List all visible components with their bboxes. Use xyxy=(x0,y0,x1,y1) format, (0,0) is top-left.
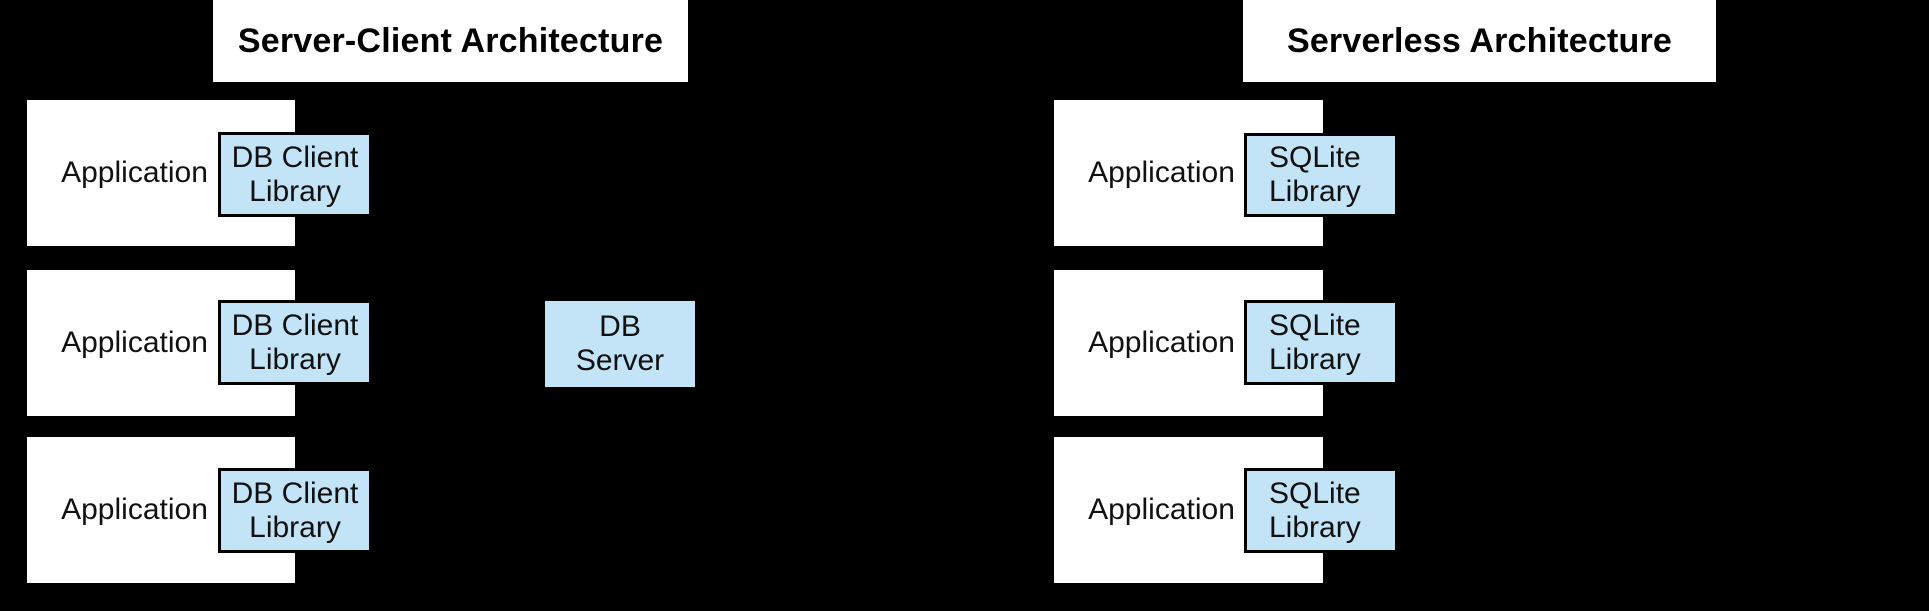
library-label-line1: DB Client xyxy=(231,476,359,510)
db-client-library-box: DB Client Library xyxy=(218,300,372,385)
library-label-line1: SQLite xyxy=(1269,476,1361,510)
application-label: Application xyxy=(1088,326,1235,359)
db-server-box: DB Server xyxy=(545,301,695,387)
sqlite-library-box: SQLite Library xyxy=(1244,300,1398,385)
application-label: Application xyxy=(61,493,208,526)
library-label-line2: Library xyxy=(1269,175,1361,208)
library-label-line2: Library xyxy=(249,174,341,208)
library-label-line1: DB Client xyxy=(231,308,359,342)
library-label-line2: Library xyxy=(1269,510,1361,544)
library-label-line2: Library xyxy=(249,342,341,376)
panel-title-text: Server-Client Architecture xyxy=(237,21,664,60)
db-server-label-line1: DB xyxy=(599,310,641,344)
application-label: Application xyxy=(61,326,208,359)
panel-title-server-client: Server-Client Architecture xyxy=(213,0,688,82)
db-client-library-box: DB Client Library xyxy=(218,132,372,217)
panel-title-serverless: Serverless Architecture xyxy=(1243,0,1716,82)
library-label-line2: Library xyxy=(1269,342,1361,376)
panel-title-text: Serverless Architecture xyxy=(1286,21,1673,60)
library-label-line1: DB Client xyxy=(231,140,359,174)
library-label-line1: SQLite xyxy=(1269,141,1361,175)
application-label: Application xyxy=(61,156,208,189)
library-label-line1: SQLite xyxy=(1269,308,1361,342)
library-label-line2: Library xyxy=(249,510,341,544)
sqlite-library-box: SQLite Library xyxy=(1244,133,1398,217)
application-label: Application xyxy=(1088,493,1235,526)
application-label: Application xyxy=(1088,156,1235,189)
db-server-label-line2: Server xyxy=(575,344,665,377)
db-client-library-box: DB Client Library xyxy=(218,468,372,553)
sqlite-library-box: SQLite Library xyxy=(1244,468,1398,553)
